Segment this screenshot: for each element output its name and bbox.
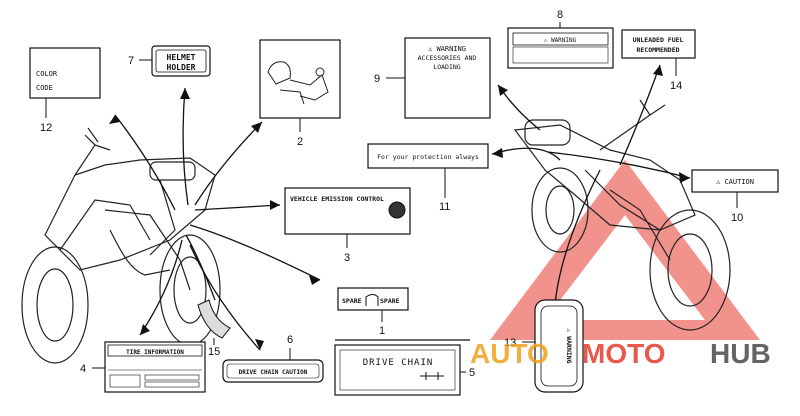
- callout-numbers: 1 2 3 4 5 6 7 8 9 10 11 12 13 14 15: [40, 9, 743, 379]
- arrow-heads: [109, 65, 690, 350]
- label-unleaded-fuel: UNLEADED FUEL RECOMMENDED: [621, 29, 696, 59]
- label-emission: VEHICLE EMISSION CONTROL: [284, 187, 411, 235]
- callout-6: 6: [287, 334, 293, 346]
- label-caution: ⚠ CAUTION: [691, 169, 779, 193]
- callout-7: 7: [128, 55, 134, 67]
- callout-12: 12: [40, 122, 52, 134]
- callout-3: 3: [344, 252, 350, 264]
- callout-4: 4: [80, 363, 86, 375]
- motorcycle-right: [513, 99, 731, 331]
- callout-15: 15: [208, 346, 220, 358]
- label-warning-accessories: ⚠ WARNING ACCESSORIES AND LOADING: [404, 37, 491, 119]
- callout-14: 14: [670, 80, 682, 92]
- caution-text: ⚠ CAUTION: [716, 178, 754, 186]
- emission-seal-icon: [388, 201, 406, 219]
- warning-acc-line1: ACCESSORIES AND: [418, 54, 477, 62]
- chain-wrench-icon: [420, 372, 444, 380]
- helmet-text-1: HELMET: [167, 53, 196, 62]
- label-color-code: COLOR CODE: [29, 47, 101, 99]
- label-band-15: [197, 299, 231, 339]
- spare-left-text: SPARE: [342, 297, 362, 305]
- leader-arrows: [114, 64, 691, 351]
- drive-chain-text: DRIVE CHAIN: [363, 358, 434, 368]
- color-code-text-1: COLOR: [36, 70, 58, 78]
- label-tire-information: TIRE INFORMATION: [104, 341, 206, 393]
- callout-1: 1: [379, 325, 385, 337]
- label-warning-small: ⚠ WARNING: [507, 27, 614, 69]
- label-protection: For your protection always: [367, 143, 489, 169]
- warning-vertical-text: ⚠ WARNING: [565, 327, 573, 363]
- wiring-sketch-icon: [267, 61, 329, 105]
- watermark-triangle: [490, 160, 760, 340]
- callout-13: 13: [504, 337, 516, 349]
- color-code-text-2: CODE: [36, 84, 53, 92]
- warning-acc-title: ⚠ WARNING: [428, 45, 466, 53]
- callout-9: 9: [374, 73, 380, 85]
- spare-right-text: SPARE: [380, 297, 400, 305]
- warning-acc-line2: LOADING: [433, 63, 460, 71]
- callout-8: 8: [557, 9, 563, 21]
- callout-lines: [45, 22, 738, 373]
- callout-11: 11: [439, 201, 450, 213]
- label-helmet-holder: HELMET HOLDER: [151, 45, 211, 77]
- protection-text: For your protection always: [377, 153, 479, 161]
- callout-2: 2: [297, 136, 303, 148]
- watermark-part3: HUB: [710, 338, 771, 369]
- helmet-text-2: HOLDER: [167, 63, 196, 72]
- label-drive-chain-caution: DRIVE CHAIN CAUTION: [222, 359, 324, 383]
- label-spare: SPARE SPARE: [337, 287, 409, 311]
- watermark-part1: AUTO: [470, 338, 549, 369]
- drive-chain-caution-text: DRIVE CHAIN CAUTION: [239, 369, 308, 376]
- tire-text: TIRE INFORMATION: [126, 349, 184, 356]
- label-drive-chain: DRIVE CHAIN: [334, 344, 461, 396]
- unleaded-text-1: UNLEADED FUEL: [633, 36, 684, 44]
- label-wiring-diagram: [259, 39, 341, 119]
- watermark-part2: MOTO: [582, 338, 665, 369]
- emission-text: VEHICLE EMISSION CONTROL: [290, 195, 384, 203]
- callout-10: 10: [731, 212, 743, 224]
- unleaded-text-2: RECOMMENDED: [636, 46, 679, 54]
- label-warning-vertical: ⚠ WARNING: [534, 299, 584, 393]
- callout-5: 5: [469, 367, 475, 379]
- watermark-logo: AUTO MOTO HUB: [470, 338, 771, 369]
- warning-small-text: ⚠ WARNING: [544, 37, 577, 44]
